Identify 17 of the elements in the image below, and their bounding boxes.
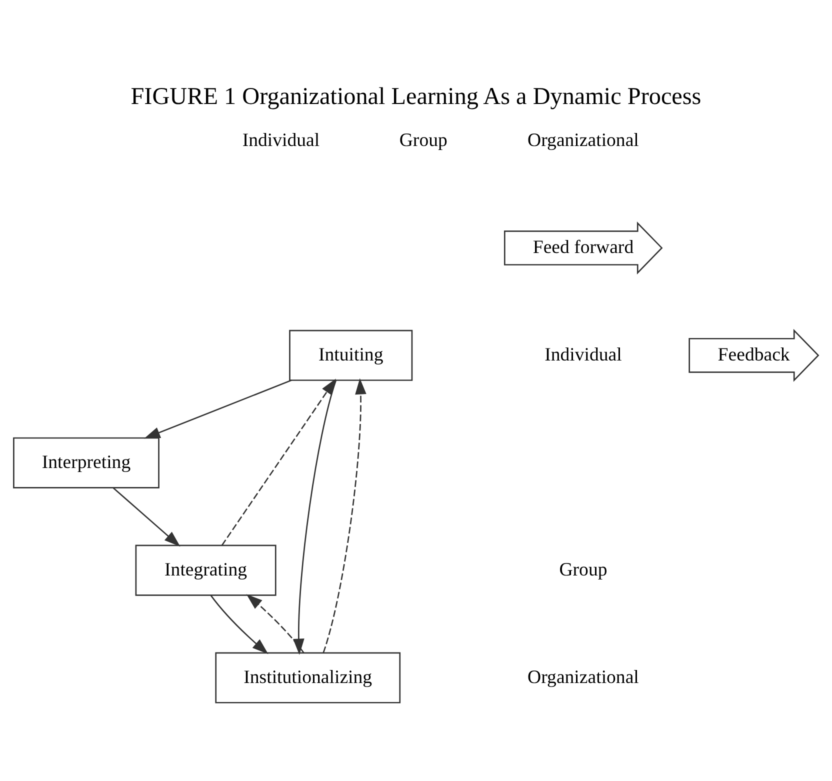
label: Group — [399, 130, 448, 151]
arrow — [210, 594, 268, 654]
label: Individual — [242, 130, 320, 151]
label: Group — [559, 558, 608, 580]
node-box: Interpreting — [13, 436, 160, 488]
label: Individual — [544, 344, 622, 365]
label: Organizational — [528, 666, 639, 688]
arrow — [112, 486, 180, 546]
node-box: Intuiting — [289, 329, 413, 380]
arrow — [322, 378, 366, 653]
diagram-title: FIGURE 1 Organizational Learning As a Dynamic Process — [130, 82, 702, 110]
label: Organizational — [528, 130, 639, 151]
node-box: Integrating — [135, 544, 276, 596]
node-box: Institutionalizing — [215, 652, 401, 703]
arrow — [246, 594, 304, 653]
arrow — [144, 379, 292, 438]
arrow — [221, 378, 336, 546]
